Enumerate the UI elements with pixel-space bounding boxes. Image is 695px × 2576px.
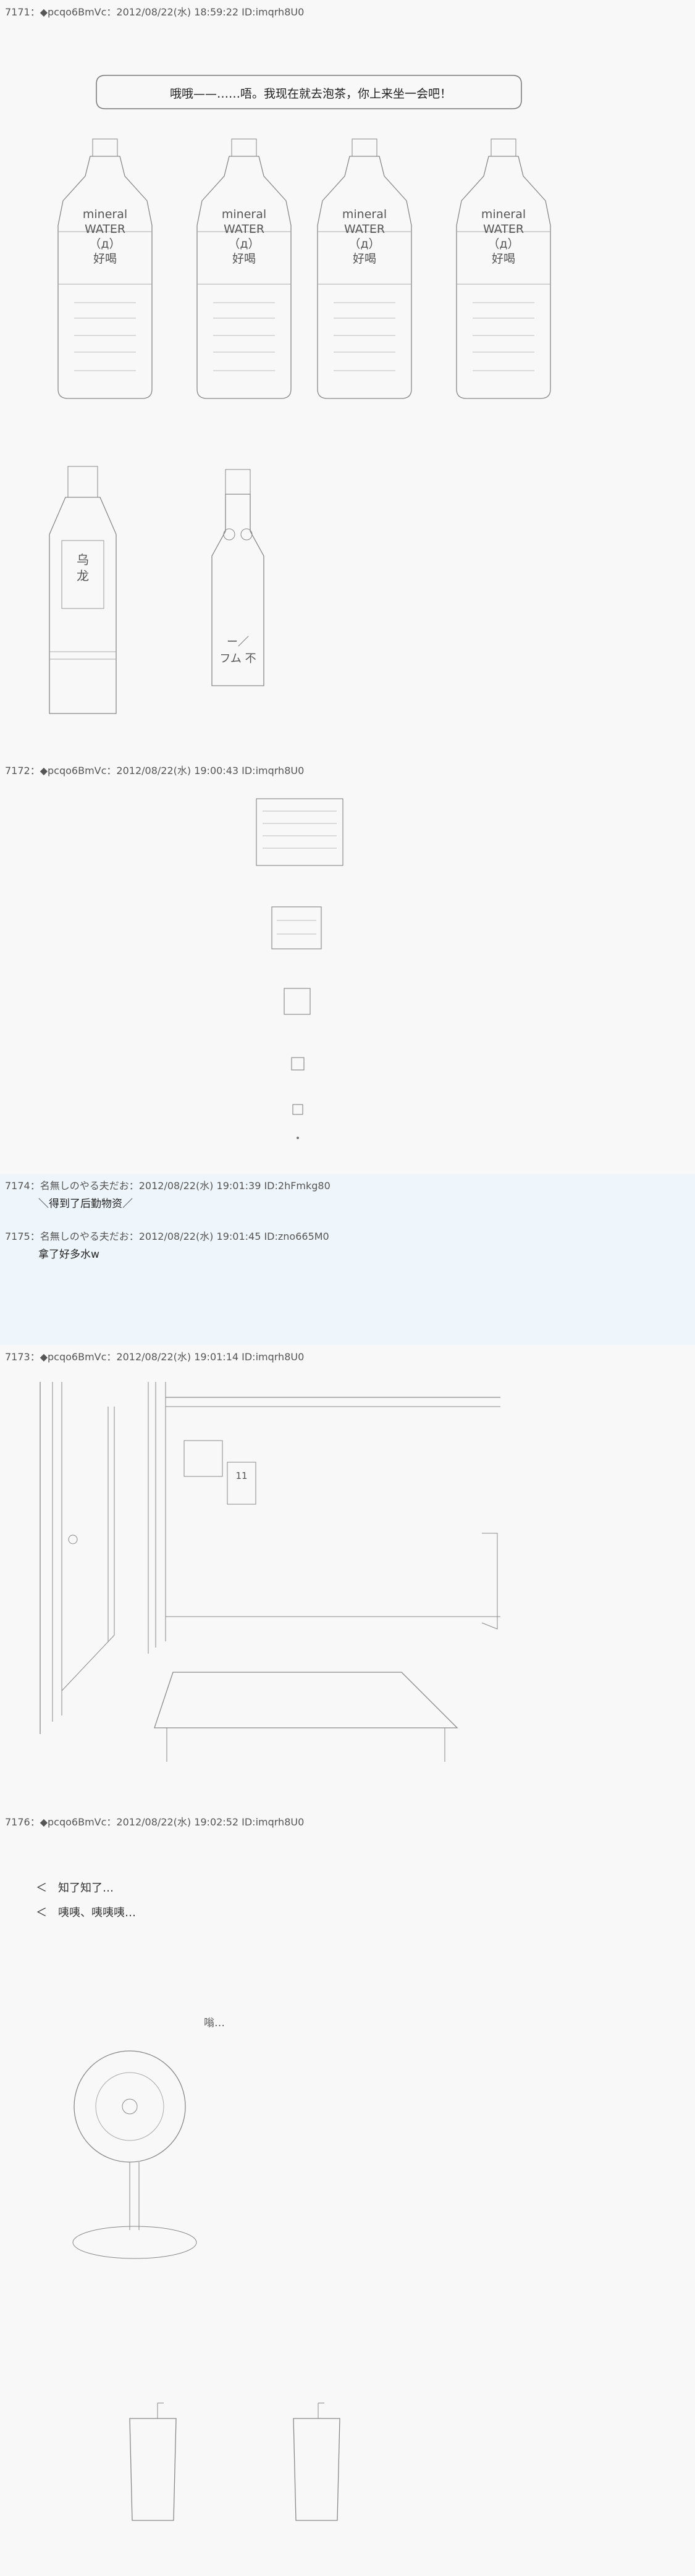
water-bottle-art: mineral WATER （д） 好喝	[196, 138, 292, 399]
post-7173: 7173：◆pcqo6BmVc：2012/08/22(水) 19:01:14 I…	[0, 1345, 695, 1810]
bottle-label-line: （д）	[348, 237, 380, 251]
post-body: ＼得到了后勤物资／	[38, 1198, 133, 1210]
bottle-label-line: 好喝	[232, 252, 256, 266]
bottle-label-line: WATER	[344, 222, 385, 236]
bottle-label-line: （д）	[228, 237, 259, 251]
speech-text: 哦哦——……唔。我现在就去泡茶，你上来坐一会吧！	[170, 87, 452, 101]
dialogue-line: ＜ 知了知了…	[36, 1882, 114, 1895]
bottle-label-line: WATER	[224, 222, 264, 236]
post-header: 7174：名無しのやる夫だお：2012/08/22(水) 19:01:39 ID…	[5, 1180, 331, 1192]
electric-fan-art: 嗡…	[72, 2017, 225, 2259]
soda-bottle-art: ー／ フム 不	[211, 469, 264, 686]
post-header: 7176：◆pcqo6BmVc：2012/08/22(水) 19:02:52 I…	[5, 1816, 305, 1828]
post-header: 7175：名無しのやる夫だお：2012/08/22(水) 19:01:45 ID…	[5, 1231, 329, 1242]
bottle-label-line: WATER	[483, 222, 524, 236]
dialogue-line: ＜ 咦咦、咦咦咦…	[36, 1906, 136, 1919]
bottle-label-line: WATER	[85, 222, 125, 236]
tea-bottle-art: 乌 龙	[49, 466, 117, 714]
bottle-label-line: （д）	[487, 237, 519, 251]
post-7174: 7174：名無しのやる夫だお：2012/08/22(水) 19:01:39 ID…	[0, 1174, 695, 1224]
fan-sound-text: 嗡…	[204, 2017, 225, 2029]
calendar-number: 11	[235, 1470, 247, 1481]
tea-label-char: 乌	[77, 552, 89, 567]
bottle-label-line: mineral	[342, 208, 387, 221]
bottle-label-line: mineral	[222, 208, 266, 221]
drink-glass-art	[293, 2402, 340, 2521]
water-bottle-art: mineral WATER （д） 好喝	[456, 138, 551, 399]
bottle-label-line: フム 不	[219, 652, 256, 665]
shrinking-box-art	[256, 798, 343, 1139]
bottle-label-line: 好喝	[492, 252, 515, 266]
post-body: 拿了好多水w	[38, 1248, 99, 1261]
bottle-label-line: 好喝	[353, 252, 376, 266]
tea-label-char: 龙	[77, 568, 89, 583]
post-7176: 7176：◆pcqo6BmVc：2012/08/22(水) 19:02:52 I…	[0, 1810, 695, 2576]
room-interior-art: 11	[40, 1382, 500, 1762]
water-bottle-art: mineral WATER （д） 好喝	[57, 138, 153, 399]
bottle-label-line: mineral	[83, 208, 127, 221]
bottle-label-line: （д）	[89, 237, 120, 251]
bottle-label-line: 好喝	[93, 252, 117, 266]
post-7175: 7175：名無しのやる夫だお：2012/08/22(水) 19:01:45 ID…	[0, 1224, 695, 1345]
bottle-label-line: ー／	[227, 636, 249, 649]
post-7172: 7172：◆pcqo6BmVc：2012/08/22(水) 19:00:43 I…	[0, 759, 695, 1174]
bottle-label-line: mineral	[481, 208, 526, 221]
drink-glass-art	[129, 2402, 177, 2521]
speech-bubble-art: 哦哦——……唔。我现在就去泡茶，你上来坐一会吧！	[96, 75, 522, 109]
post-header: 7172：◆pcqo6BmVc：2012/08/22(水) 19:00:43 I…	[5, 765, 305, 777]
post-7171: 7171：◆pcqo6BmVc：2012/08/22(水) 18:59:22 I…	[0, 0, 695, 759]
post-header: 7171：◆pcqo6BmVc：2012/08/22(水) 18:59:22 I…	[5, 6, 305, 18]
post-header: 7173：◆pcqo6BmVc：2012/08/22(水) 19:01:14 I…	[5, 1351, 305, 1363]
water-bottle-art: mineral WATER （д） 好喝	[317, 138, 412, 399]
